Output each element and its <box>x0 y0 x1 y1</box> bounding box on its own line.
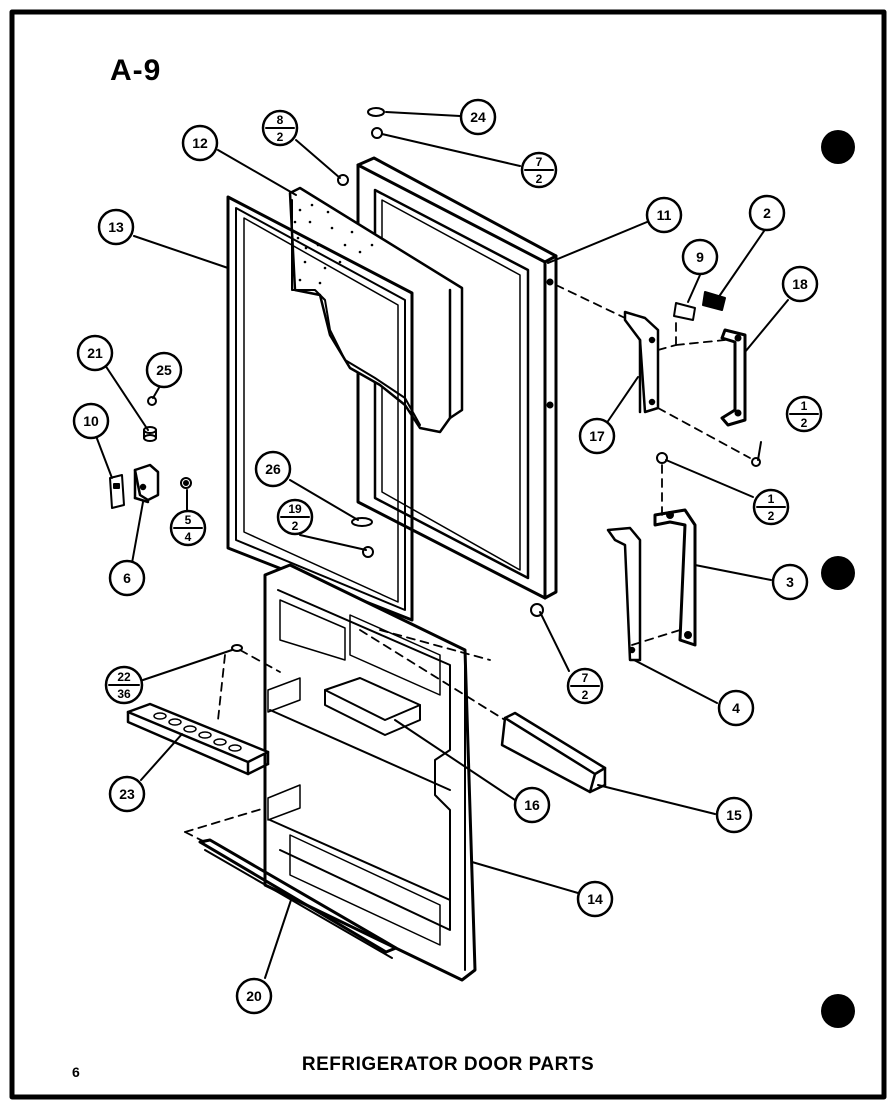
svg-text:23: 23 <box>119 786 135 802</box>
callout-12[interactable]: 12 <box>181 124 219 162</box>
binder-hole-top <box>821 130 855 164</box>
bottom-trim-strip <box>198 838 398 959</box>
svg-text:21: 21 <box>87 345 103 361</box>
callout-19-over-2[interactable]: 19 2 <box>276 498 314 536</box>
svg-text:22: 22 <box>117 670 131 684</box>
callout-17[interactable]: 17 <box>578 417 616 455</box>
svg-text:13: 13 <box>108 219 124 235</box>
svg-text:11: 11 <box>657 207 672 223</box>
svg-text:2: 2 <box>582 688 589 702</box>
svg-text:7: 7 <box>582 671 589 685</box>
callout-4[interactable]: 4 <box>717 689 755 727</box>
svg-text:2: 2 <box>536 172 543 186</box>
callout-22-over-36[interactable]: 22 36 <box>104 665 144 705</box>
callout-2[interactable]: 2 <box>748 194 786 232</box>
callout-15[interactable]: 15 <box>715 796 753 834</box>
svg-text:2: 2 <box>292 519 299 533</box>
handle-cap-2 <box>702 291 726 311</box>
diagram-caption: REFRIGERATOR DOOR PARTS <box>301 1054 595 1075</box>
callout-1-over-2-upper[interactable]: 1 2 <box>785 395 823 433</box>
handle-bracket-4 <box>606 526 642 662</box>
leader-lines <box>95 111 789 979</box>
door-gasket <box>226 195 414 622</box>
callout-16[interactable]: 16 <box>513 786 551 824</box>
svg-text:20: 20 <box>246 988 262 1004</box>
callout-1-over-2-lower[interactable]: 1 2 <box>752 488 790 526</box>
callout-balloons: 24 8 2 7 2 12 13 <box>72 98 823 1015</box>
callout-14[interactable]: 14 <box>576 880 614 918</box>
svg-text:3: 3 <box>786 574 794 590</box>
callout-26[interactable]: 26 <box>254 450 292 488</box>
handle-bracket-17 <box>623 310 660 414</box>
svg-text:6: 6 <box>123 570 131 586</box>
callout-20[interactable]: 20 <box>235 977 273 1015</box>
svg-text:10: 10 <box>83 413 99 429</box>
page-number: 6 <box>72 1064 80 1080</box>
callout-23[interactable]: 23 <box>108 775 146 813</box>
shelf-rail <box>500 711 607 794</box>
alignment-dashed-lines <box>184 284 751 843</box>
handle-18 <box>720 328 747 427</box>
hinge-6 <box>133 463 160 504</box>
handle-3 <box>653 508 697 647</box>
callout-3[interactable]: 3 <box>771 563 809 601</box>
door-inner-liner <box>263 563 477 982</box>
callout-6[interactable]: 6 <box>108 559 146 597</box>
svg-text:8: 8 <box>277 113 284 127</box>
svg-text:25: 25 <box>156 362 172 378</box>
callout-7-over-2-lower[interactable]: 7 2 <box>566 667 604 705</box>
page-title: A-9 <box>110 54 162 87</box>
door-insulation-block <box>288 186 464 434</box>
svg-text:1: 1 <box>801 399 808 413</box>
egg-tray <box>126 702 270 776</box>
svg-text:19: 19 <box>288 502 302 516</box>
svg-text:36: 36 <box>117 687 131 701</box>
callout-25-left[interactable]: 25 <box>145 351 183 389</box>
fasteners <box>231 107 761 652</box>
svg-text:5: 5 <box>185 513 192 527</box>
svg-text:4: 4 <box>732 700 740 716</box>
svg-text:26: 26 <box>265 461 281 477</box>
callout-21[interactable]: 21 <box>76 334 114 372</box>
svg-text:12: 12 <box>192 135 208 151</box>
handle-insert-9 <box>673 302 696 321</box>
callout-13[interactable]: 13 <box>97 208 135 246</box>
callout-8-over-2[interactable]: 8 2 <box>261 109 299 147</box>
callout-18[interactable]: 18 <box>781 265 819 303</box>
svg-text:15: 15 <box>726 807 742 823</box>
svg-text:24: 24 <box>470 109 486 125</box>
hinge-screw-25 <box>147 396 157 406</box>
callout-11[interactable]: 11 <box>645 196 683 234</box>
hinge-shim-10 <box>109 474 125 509</box>
svg-text:1: 1 <box>768 492 775 506</box>
svg-text:2: 2 <box>768 509 775 523</box>
svg-text:2: 2 <box>763 205 771 221</box>
svg-text:17: 17 <box>589 428 605 444</box>
binder-hole-middle <box>821 556 855 590</box>
callout-7-over-2-top[interactable]: 7 2 <box>520 151 558 189</box>
callout-9[interactable]: 9 <box>681 238 719 276</box>
svg-text:16: 16 <box>524 797 540 813</box>
page-border <box>9 9 887 1100</box>
svg-text:7: 7 <box>536 155 543 169</box>
callout-10[interactable]: 10 <box>72 402 110 440</box>
callout-5-over-4[interactable]: 5 4 <box>169 509 207 547</box>
svg-text:9: 9 <box>696 249 704 265</box>
svg-text:14: 14 <box>587 891 603 907</box>
svg-text:2: 2 <box>277 130 284 144</box>
svg-text:4: 4 <box>185 530 192 544</box>
hinge-screw-5-4 <box>180 477 192 489</box>
binder-hole-bottom <box>821 994 855 1028</box>
hinge-pin-21 <box>143 426 157 442</box>
callout-24[interactable]: 24 <box>459 98 497 136</box>
svg-text:18: 18 <box>792 276 808 292</box>
svg-text:2: 2 <box>801 416 808 430</box>
